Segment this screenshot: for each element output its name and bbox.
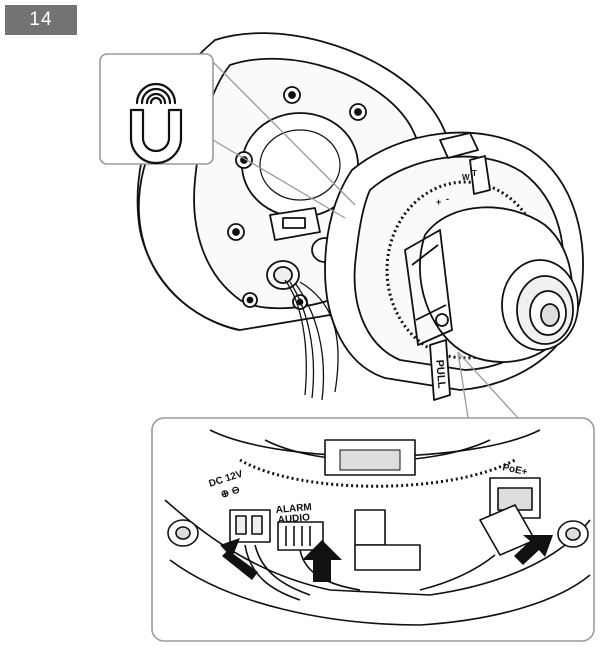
pull-tab-label: PULL bbox=[433, 359, 447, 389]
icon-callout-box bbox=[99, 53, 214, 165]
audio-label: AUDIO bbox=[277, 512, 310, 526]
connector-board-detail bbox=[164, 429, 591, 626]
svg-text:+: + bbox=[436, 197, 441, 207]
svg-text:T: T bbox=[472, 169, 477, 178]
rubber-plug-removal-icon bbox=[129, 82, 183, 165]
svg-text:W: W bbox=[462, 173, 470, 182]
insert-arrow-poe bbox=[514, 535, 553, 565]
icon-callout bbox=[99, 53, 356, 219]
poe-plus-label: PoE+ bbox=[501, 462, 528, 478]
alarm-label: ALARM bbox=[275, 502, 312, 516]
camera-module bbox=[324, 131, 584, 401]
insert-arrow-alarm-audio bbox=[302, 540, 342, 582]
camera-markings: + - W T bbox=[436, 169, 477, 207]
svg-text:-: - bbox=[446, 194, 449, 204]
insert-arrow-dc bbox=[220, 538, 258, 580]
step-number-badge: 14 bbox=[5, 5, 77, 35]
